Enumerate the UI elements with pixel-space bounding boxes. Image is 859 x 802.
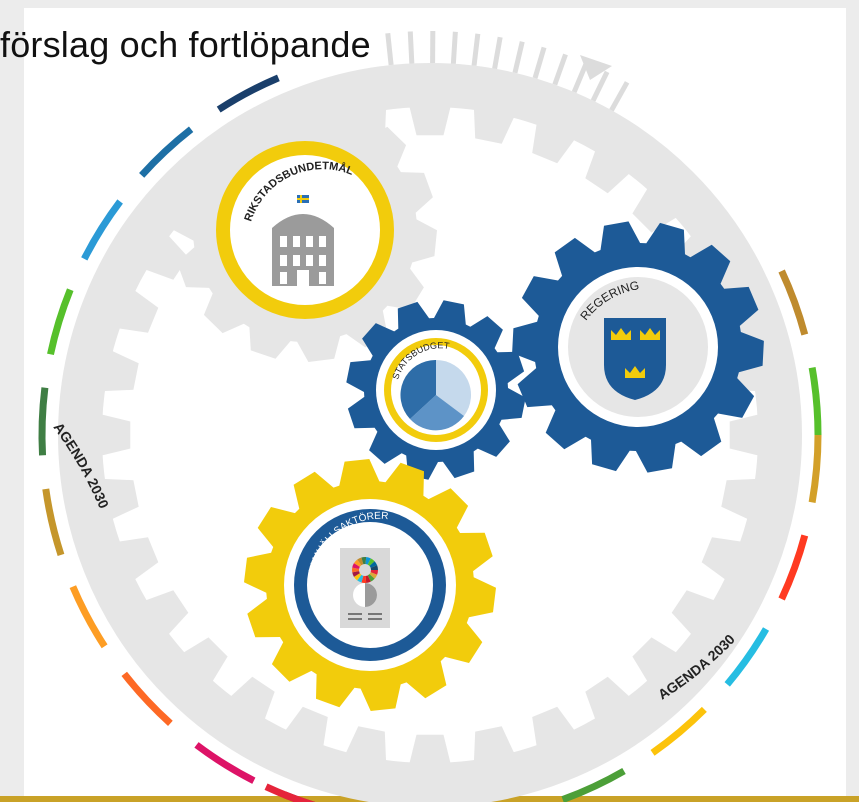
sdg-segment <box>216 74 280 113</box>
regering-gear: REGERING <box>512 221 764 473</box>
sdg-segment <box>808 434 822 503</box>
sdg-segment <box>808 367 822 436</box>
sdg-segment <box>121 671 173 726</box>
sdg-segment <box>724 627 770 687</box>
sdg-segment <box>650 706 707 756</box>
three-crowns-shield-icon <box>604 318 666 400</box>
sdg-report-icon <box>340 548 390 628</box>
sdg-segment <box>264 783 316 802</box>
sdg-segment <box>81 199 123 261</box>
sdg-segment <box>561 767 626 802</box>
riksdag-gear: RIKSTADSBUNDETMÅL <box>216 141 394 319</box>
cycle-arrow-icon <box>385 30 630 112</box>
sdg-segment <box>38 387 49 456</box>
sdg-segment <box>778 534 809 601</box>
sdg-segment <box>69 585 108 649</box>
sdg-color-segments <box>38 74 822 802</box>
statsbudget-gear: STATSBUDGET <box>346 300 526 480</box>
sdg-segment <box>778 269 809 336</box>
samhallsaktorer-gear: SAMHÄLLSAKTÖRER <box>244 459 496 711</box>
sdg-segment <box>47 288 74 356</box>
parliament-building-icon <box>272 195 334 286</box>
sdg-segment <box>139 126 194 178</box>
sdg-segment <box>42 488 65 556</box>
pie-chart-icon <box>400 359 472 431</box>
slide-heading: förslag och fortlöpande <box>0 24 371 65</box>
sdg-segment <box>194 742 256 784</box>
